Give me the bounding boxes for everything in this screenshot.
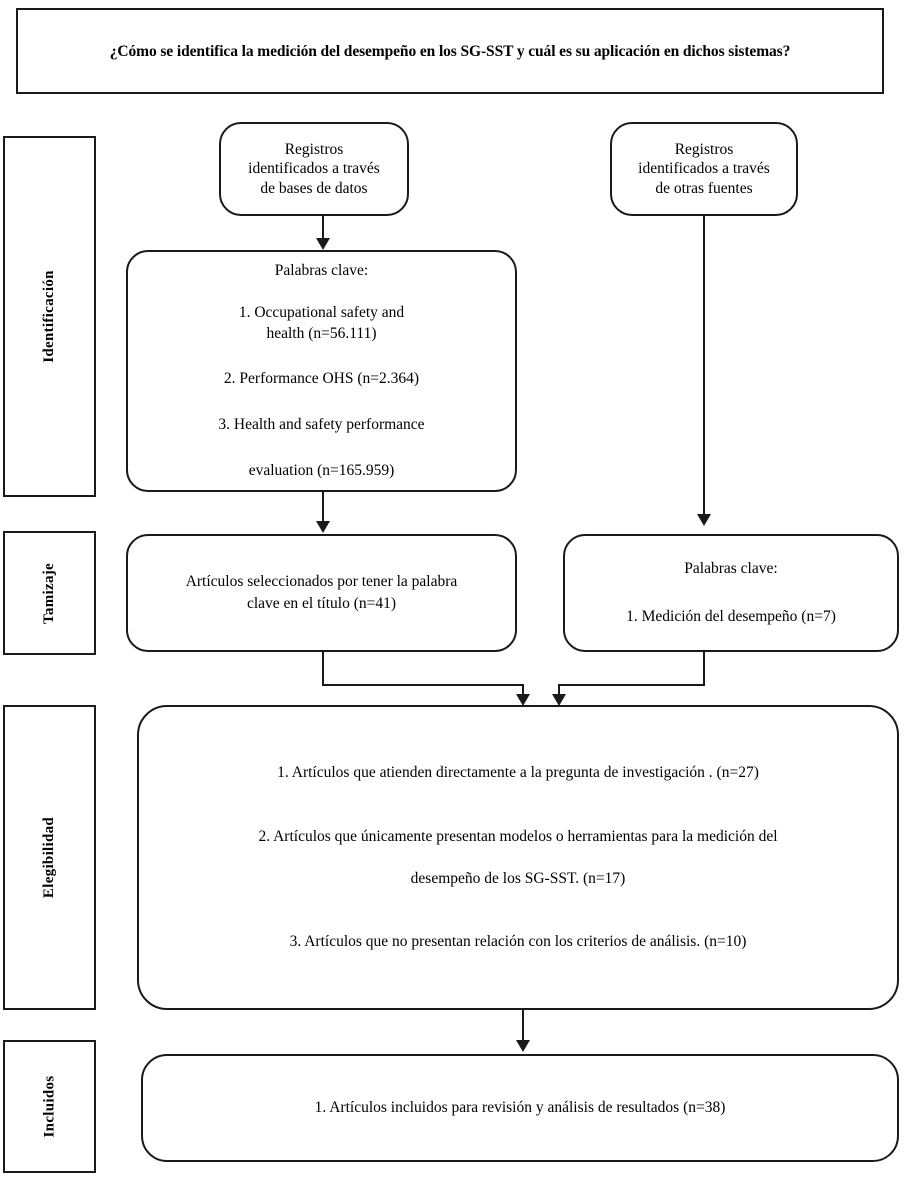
connector-keywords-other-drop <box>558 684 560 700</box>
eligibility-item-2-cont: desempeño de los SG-SST. (n=17) <box>410 869 626 887</box>
arrowhead-screening-left-to-eligibility <box>516 694 530 706</box>
keywords-other-item-1: 1. Medición del desempeño (n=7) <box>626 608 836 625</box>
screening-databases-line-2: clave en el título (n=41) <box>246 595 397 612</box>
connector-keywords-other-across <box>558 684 705 686</box>
arrowhead-source-other-to-keywords-other <box>697 514 711 526</box>
phase-box-elegibilidad: Elegibilidad <box>3 705 96 1010</box>
source-databases-line-1: Registros <box>284 140 344 158</box>
source-databases-line-2: identificados a través <box>248 160 380 178</box>
phase-label-incluidos: Incluidos <box>41 1075 57 1138</box>
keywords-databases-item-3-cont: evaluation (n=165.959) <box>248 461 395 479</box>
phase-box-incluidos: Incluidos <box>3 1040 96 1173</box>
phase-box-identificacion: Identificación <box>3 136 96 497</box>
node-screening-databases: Artículos seleccionados por tener la pal… <box>126 534 517 652</box>
connector-screening-left-down <box>322 652 324 686</box>
research-question-text: ¿Cómo se identifica la medición del dese… <box>109 42 791 60</box>
node-eligibility: 1. Artículos que atienden directamente a… <box>137 705 899 1010</box>
connector-keywords-to-screening <box>322 492 324 525</box>
connector-keywords-other-down <box>703 652 705 686</box>
arrowhead-eligibility-to-included <box>516 1040 530 1052</box>
arrowhead-source-databases-to-keywords <box>316 238 330 250</box>
keywords-other-heading: Palabras clave: <box>684 560 778 578</box>
arrowhead-keywords-other-to-eligibility <box>552 694 566 706</box>
keywords-databases-item-3: 3. Health and safety performance <box>218 415 425 433</box>
connector-source-databases-to-keywords <box>322 216 324 242</box>
keywords-databases-item-2: 2. Performance OHS (n=2.364) <box>223 370 420 388</box>
node-keywords-other: Palabras clave: 1. Medición del desempeñ… <box>563 534 899 652</box>
source-databases-line-3: de bases de datos <box>260 179 368 197</box>
connector-screening-left-across <box>322 684 524 686</box>
keywords-databases-heading: Palabras clave: <box>274 262 369 280</box>
connector-screening-left-drop <box>522 684 524 700</box>
included-line-1: 1. Artículos incluidos para revisión y a… <box>314 1099 726 1117</box>
research-question-box: ¿Cómo se identifica la medición del dese… <box>16 8 884 94</box>
node-keywords-databases: Palabras clave: 1. Occupational safety a… <box>126 250 517 492</box>
connector-source-other-to-keywords-other <box>703 216 705 518</box>
connector-eligibility-to-included <box>522 1010 524 1045</box>
screening-databases-line-1: Artículos seleccionados por tener la pal… <box>185 572 458 590</box>
phase-label-identificacion: Identificación <box>41 270 57 363</box>
keywords-databases-item-1: 1. Occupational safety and health (n=56.… <box>238 304 405 343</box>
node-included: 1. Artículos incluidos para revisión y a… <box>141 1054 899 1162</box>
source-other-line-1: Registros <box>674 140 734 158</box>
phase-label-elegibilidad: Elegibilidad <box>40 816 57 899</box>
node-source-other: Registros identificados a través de otra… <box>610 122 798 216</box>
eligibility-item-3: 3. Artículos que no presentan relación c… <box>289 933 747 951</box>
phase-label-tamizaje: Tamizaje <box>40 562 57 624</box>
eligibility-item-1: 1. Artículos que atienden directamente a… <box>277 763 759 781</box>
node-source-databases: Registros identificados a través de base… <box>219 122 409 216</box>
eligibility-item-2: 2. Artículos que únicamente presentan mo… <box>258 827 778 845</box>
source-other-line-2: identificados a través <box>638 160 770 178</box>
arrowhead-keywords-to-screening <box>316 521 330 533</box>
source-other-line-3: de otras fuentes <box>655 179 753 197</box>
phase-box-tamizaje: Tamizaje <box>3 531 96 655</box>
